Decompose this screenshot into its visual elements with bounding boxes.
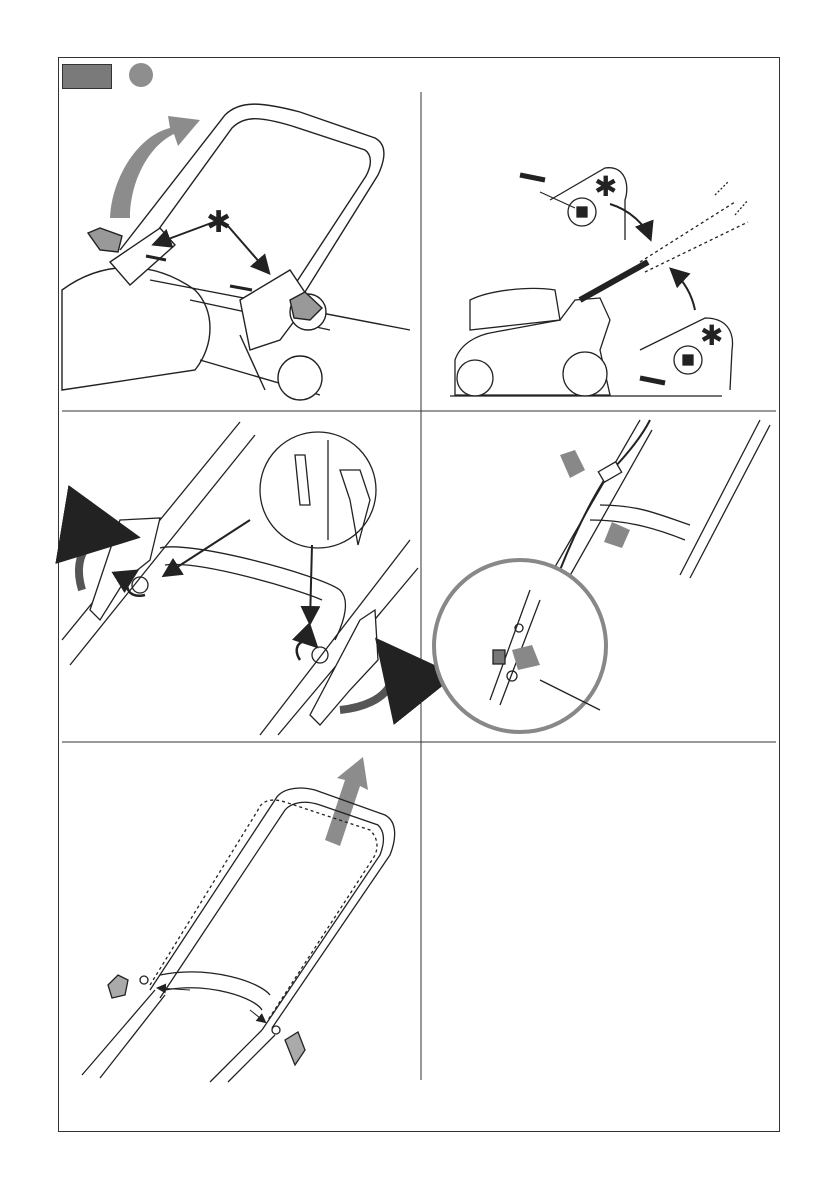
panel-1-handle-unfold: ✱: [62, 104, 410, 400]
asterisk-label-1: ✱: [206, 205, 231, 240]
panel-3-clamp-levers: [62, 422, 418, 735]
bolt-right-icon: [230, 286, 252, 290]
handle-tube-b: [680, 420, 770, 578]
frame-tubes: [82, 990, 275, 1082]
knob-left-icon: [88, 228, 122, 252]
cable: [560, 420, 650, 570]
asterisk-label-3: ✱: [700, 319, 723, 352]
press-arrow-1-icon: [560, 450, 585, 478]
mower-body: [62, 267, 210, 390]
handle-tube-right: [260, 540, 418, 735]
handle-black: [580, 262, 648, 300]
curved-arrow-up-icon: [110, 116, 200, 218]
panel-5-handle-raise: [82, 757, 395, 1082]
knob-left-icon: [108, 975, 128, 998]
panel-2-side-view: ✱ ✱: [450, 168, 748, 396]
bolt-top-icon: [520, 175, 545, 180]
panel-4-cable-clip: [434, 420, 770, 732]
press-arrow-2-icon: [604, 522, 630, 548]
bolt-bottom-icon: [640, 378, 665, 383]
knob-right-icon: [285, 1032, 305, 1065]
asterisk-label-2: ✱: [594, 170, 617, 203]
handle-raised: [150, 788, 395, 1030]
